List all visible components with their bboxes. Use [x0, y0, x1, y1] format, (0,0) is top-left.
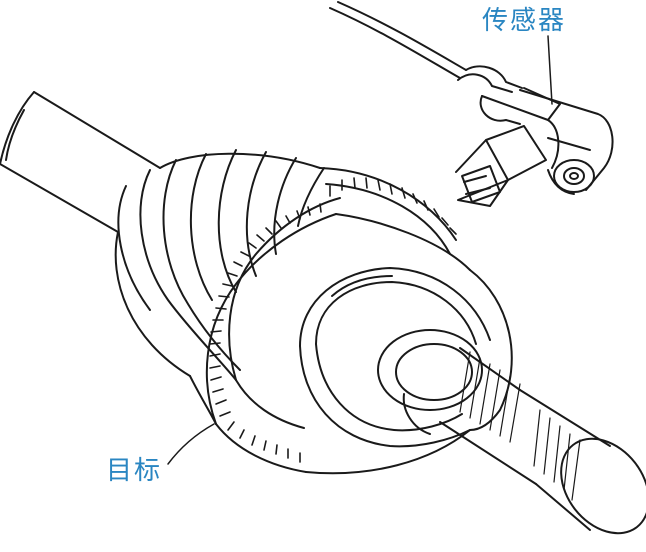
sensor-body	[455, 65, 614, 207]
callout-leaders	[167, 35, 553, 465]
tone-ring	[205, 167, 457, 473]
cv-boot	[114, 149, 325, 425]
sensor-label: 传感器	[482, 6, 567, 36]
axle-shaft	[0, 91, 161, 233]
target-leader-line	[167, 423, 215, 465]
joint-housing	[299, 213, 513, 475]
sensor-leader-line	[547, 35, 553, 105]
target-label: 目标	[106, 456, 163, 486]
stub-axle	[377, 329, 646, 535]
sensor-cable	[329, 1, 467, 79]
